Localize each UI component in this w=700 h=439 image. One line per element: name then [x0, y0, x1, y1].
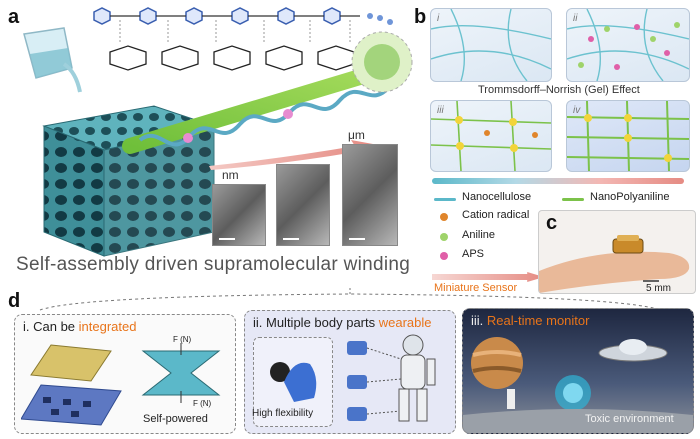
panel-d-letter: d	[8, 290, 21, 312]
flexibility-label: High flexibility	[252, 408, 314, 419]
gradient-arrow	[432, 178, 684, 184]
miniature-sensor-label: Miniature Sensor	[434, 282, 518, 294]
gel-stage-tile-1: i	[430, 8, 552, 82]
sem-image-2	[276, 164, 330, 246]
wearable-box: ii. Multiple body parts wearable High fl…	[244, 310, 456, 434]
cation-radical-dot	[440, 213, 448, 221]
miniature-sensor-arrow	[432, 272, 544, 282]
panel-a-letter: a	[8, 6, 20, 28]
integrated-array-illustration	[21, 344, 122, 426]
panel-a-caption: Self-assembly driven supramolecular wind…	[16, 254, 411, 275]
toxic-environment-label: Toxic environment	[585, 413, 674, 425]
sem-image-3	[342, 144, 398, 246]
tile-2-label: ii	[573, 13, 578, 24]
panel-c-letter: c	[546, 212, 558, 234]
gel-stage-tile-4: iv	[566, 100, 690, 172]
space-scene	[463, 337, 693, 433]
helical-fiber	[122, 31, 413, 154]
self-powered-label: Self-powered	[143, 413, 208, 425]
aniline-dot	[440, 233, 448, 241]
integrated-title-prefix: i. Can be	[23, 319, 79, 334]
scale-arrow	[209, 140, 373, 170]
porous-cellulose-cube	[34, 96, 224, 264]
tile-1-label: i	[437, 13, 440, 24]
legend-nanocellulose-line	[434, 198, 456, 201]
finger-scale-label: 5 mm	[646, 283, 671, 294]
scale-label-nm: nm	[222, 168, 239, 182]
self-powered-device	[141, 343, 221, 403]
gel-stage-tile-2: ii	[566, 8, 690, 82]
wearable-title-highlight: wearable	[378, 315, 432, 330]
integrated-box: i. Can be integrated F (N) F (N) Self-po…	[14, 314, 236, 434]
monitor-title: iii. Real-time monitor	[471, 313, 589, 328]
legend-cation-radical-label: Cation radical	[462, 209, 530, 221]
scale-label-um: μm	[348, 128, 365, 142]
tile-4-label: iv	[573, 105, 581, 116]
wearable-title-prefix: ii. Multiple body parts	[253, 315, 379, 330]
legend-nanopolyaniline-label: NanoPolyaniline	[590, 191, 670, 203]
gel-stage-tile-3: iii	[430, 100, 552, 172]
astronaut-illustration	[347, 334, 436, 422]
legend-nanocellulose-label: Nanocellulose	[462, 191, 532, 203]
sem-image-1	[212, 184, 266, 246]
legend-aps-label: APS	[462, 248, 485, 260]
legend-nanopolyaniline-line	[562, 198, 584, 201]
monitor-title-prefix: iii.	[471, 313, 487, 328]
finger-photo	[538, 210, 696, 294]
force-top-label: F (N)	[173, 335, 192, 344]
wearable-title: ii. Multiple body parts wearable	[253, 315, 432, 330]
integrated-title-highlight: integrated	[78, 319, 137, 334]
glove-inset: High flexibility	[252, 337, 333, 427]
aps-dot	[440, 252, 448, 260]
gel-effect-label: Trommsdorff–Norrish (Gel) Effect	[478, 84, 640, 96]
beaker-illustration	[23, 27, 82, 93]
tile-3-label: iii	[437, 105, 444, 116]
bracket-connector	[39, 286, 661, 311]
panel-b-letter: b	[414, 6, 427, 28]
monitor-box: iii. Real-time monitor Toxic environment	[462, 308, 694, 434]
legend-aniline-label: Aniline	[462, 229, 496, 241]
force-bottom-label: F (N)	[193, 399, 212, 408]
integrated-title: i. Can be integrated	[23, 319, 136, 334]
monitor-title-highlight: Real-time monitor	[486, 313, 590, 328]
